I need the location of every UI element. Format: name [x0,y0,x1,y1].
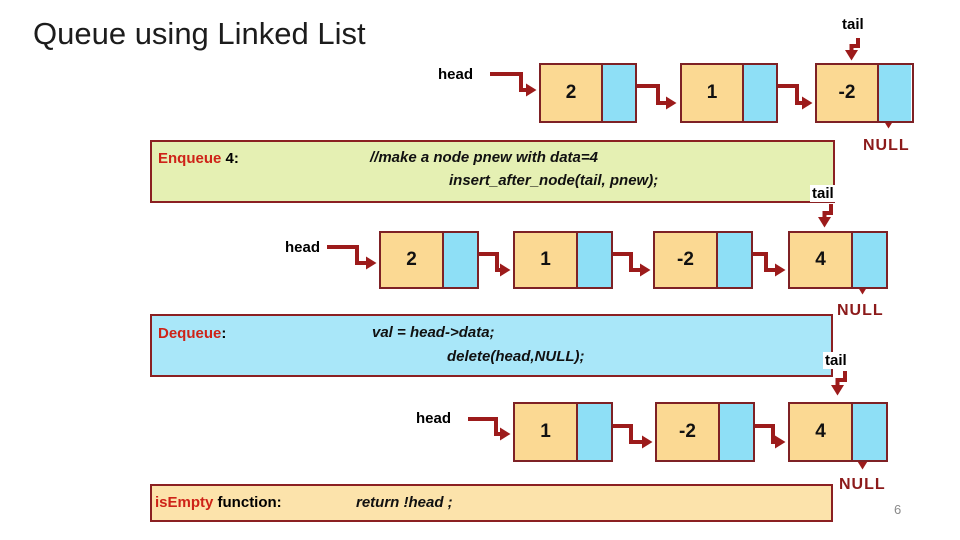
node-pointer-cell [853,404,886,460]
isempty-label-red: isEmpty [155,494,214,511]
node-value: 2 [381,233,444,287]
dequeue-label: Dequeue: [158,325,226,342]
node-pointer-cell [720,404,753,460]
enqueue-code-line1: //make a node pnew with data=4 [370,149,598,166]
node-value: -2 [817,65,879,121]
node-value: 4 [790,404,853,460]
arrow-tail-to-list3 [831,371,847,396]
enqueue-box [150,140,835,203]
list3-node-3: 4 [788,402,888,462]
list2-node-3: -2 [653,231,753,289]
enqueue-label-red: Enqueue [158,150,222,167]
page-number: 6 [894,502,902,517]
node-value: 1 [515,404,578,460]
dequeue-label-rest: : [221,325,227,342]
node-value: 4 [790,233,853,287]
head-label-list1: head [436,66,476,83]
arrow-head-to-list3 [468,417,511,441]
node-pointer-cell [853,233,886,287]
tail-label-list1: tail [840,16,866,33]
tail-label-list2: tail [810,185,836,202]
arrow-head-to-list1 [490,72,537,97]
node-pointer-cell [578,404,611,460]
isempty-code-line1: return !head ; [356,494,453,511]
isempty-box [150,484,833,522]
node-pointer-cell [603,65,635,121]
list2-node-1: 2 [379,231,479,289]
node-pointer-cell [578,233,611,287]
enqueue-label: Enqueue 4: [158,150,239,167]
node-pointer-cell [744,65,776,121]
arrow-head-to-list2 [327,245,377,270]
node-pointer-cell [718,233,751,287]
null-label-list1: NULL [862,137,911,154]
dequeue-code-line2: delete(head,NULL); [447,348,585,365]
enqueue-code-line2: insert_after_node(tail, pnew); [449,172,659,189]
node-value: -2 [657,404,720,460]
dequeue-code-line1: val = head->data; [372,324,495,341]
node-pointer-cell [444,233,477,287]
arrow-tail-to-list1 [845,38,860,61]
list1-node-3: -2 [815,63,914,123]
arrow-tail-to-list2 [818,204,833,228]
isempty-label: isEmpty function: [155,494,282,511]
list1-node-1: 2 [539,63,637,123]
null-label-list3: NULL [838,476,887,493]
node-pointer-cell [879,65,911,121]
head-label-list2: head [283,239,323,256]
enqueue-label-rest: 4: [221,150,239,167]
list3-node-2: -2 [655,402,755,462]
list2-node-4: 4 [788,231,888,289]
node-value: -2 [655,233,718,287]
list1-node-2: 1 [680,63,778,123]
null-label-list2: NULL [836,302,885,319]
slide-title: Queue using Linked List [33,16,366,51]
tail-label-list3: tail [823,352,849,369]
node-value: 1 [515,233,578,287]
isempty-label-rest: function: [213,494,282,511]
list3-node-1: 1 [513,402,613,462]
dequeue-label-red: Dequeue [158,325,222,342]
dequeue-box [150,314,833,377]
node-value: 1 [682,65,744,121]
node-value: 2 [541,65,603,121]
head-label-list3: head [414,410,454,427]
list2-node-2: 1 [513,231,613,289]
